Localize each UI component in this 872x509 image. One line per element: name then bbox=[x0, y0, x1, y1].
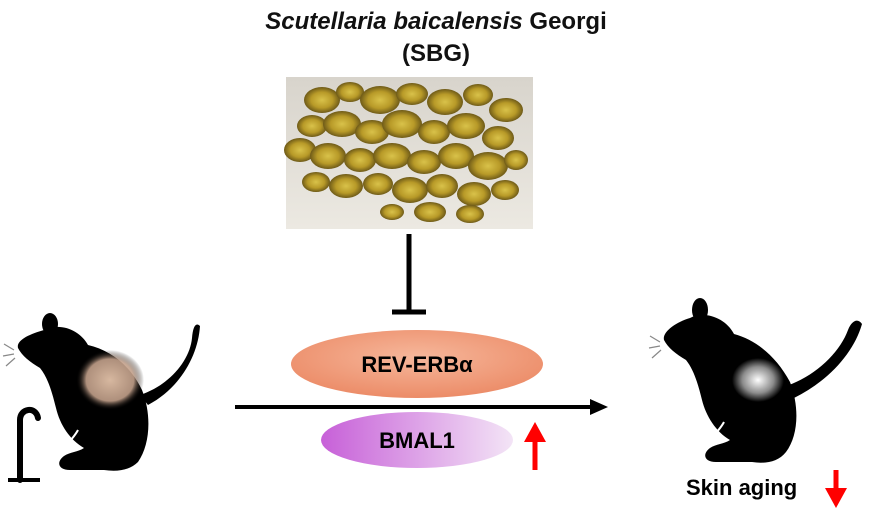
title-line-2: (SBG) bbox=[402, 40, 470, 67]
bmal1-label: BMAL1 bbox=[379, 428, 455, 453]
inhibition-bar-icon bbox=[392, 234, 426, 315]
skin-aging-label: Skin aging bbox=[686, 475, 797, 500]
down-arrow-icon bbox=[825, 470, 847, 508]
old-mouse-icon bbox=[2, 313, 200, 483]
pathway-arrow bbox=[235, 399, 608, 415]
rev-erb-label: REV-ERBα bbox=[361, 352, 473, 377]
herb-photo bbox=[284, 77, 533, 229]
title-italic: Scutellaria baicalensis bbox=[265, 8, 523, 35]
title-line-1: Scutellaria baicalensis Georgi bbox=[0, 8, 872, 36]
rev-erb-node: REV-ERBα bbox=[291, 330, 543, 398]
bmal1-node: BMAL1 bbox=[321, 412, 513, 468]
title-rest: Georgi bbox=[522, 8, 607, 35]
young-mouse-icon bbox=[648, 298, 862, 463]
up-arrow-icon bbox=[524, 422, 546, 470]
